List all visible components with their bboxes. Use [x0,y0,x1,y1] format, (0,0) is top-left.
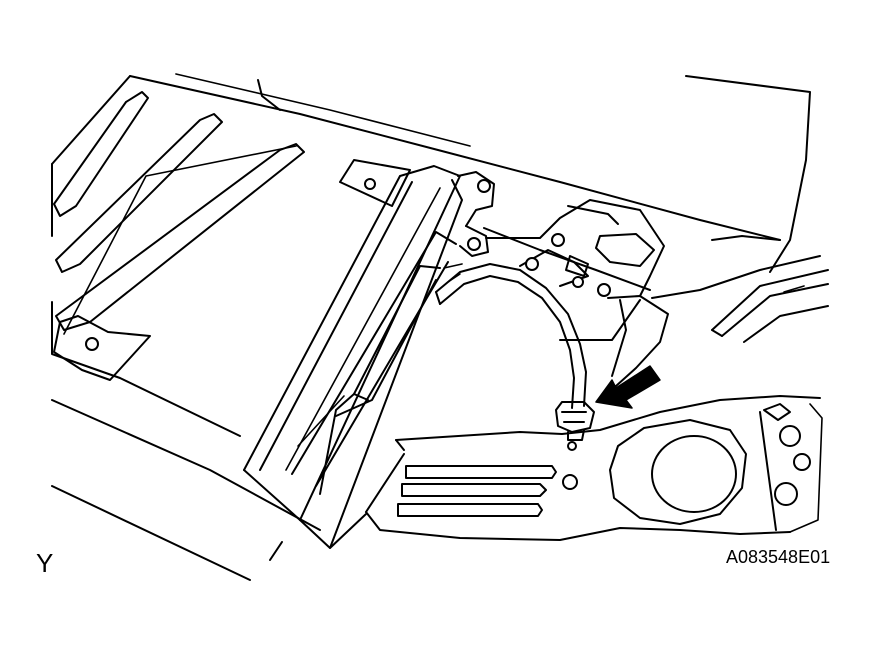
bolt-head [525,257,539,271]
member-hole [567,441,577,451]
sensor-connector [555,401,595,441]
floor-panel [51,73,781,581]
bolt-head [477,179,491,193]
member-hole [793,453,811,471]
bolt-head [467,237,481,251]
indicator-arrow [595,365,661,409]
floor-crossmember [243,159,495,549]
view-label: Y [36,548,54,578]
rear-suspension-member [269,395,823,561]
member-hole [779,425,801,447]
wheel-arch [711,269,829,343]
figure-code: A083548E01 [726,547,831,567]
bushing-opening [651,435,737,513]
floor-hole [85,337,99,351]
bracket-hole [364,178,376,190]
member-hole [774,482,798,506]
bolt-head [551,233,565,247]
sensor-wire-harness [435,263,587,409]
rear-floor-brackets [257,75,821,387]
bolt-head [597,283,611,297]
bolt-head [572,276,584,288]
member-hole [562,474,578,490]
